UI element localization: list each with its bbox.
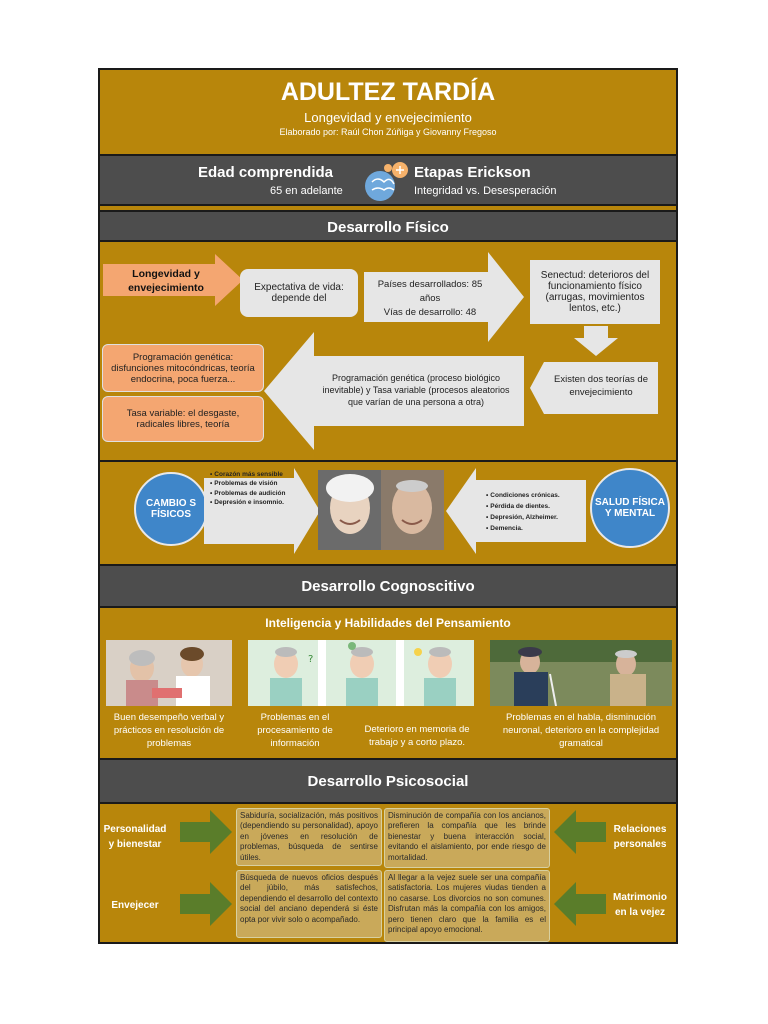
- speech-problems-image: [490, 640, 672, 707]
- personality-label: Personalidad y bienestar: [103, 824, 167, 850]
- erickson-value: Integridad vs. Desesperación: [414, 185, 557, 197]
- verbal-performance-image: [106, 640, 232, 706]
- new-jobs-text-box: Búsqueda de nuevos oficios después del j…: [236, 870, 382, 938]
- physical-heading-band: Desarrollo Físico: [100, 210, 676, 242]
- theories-arrow: Existen dos teorías de envejecimiento: [530, 362, 658, 414]
- physical-change-item: Corazón más sensible: [210, 470, 294, 479]
- aging-label: Envejecer: [111, 900, 159, 911]
- page-subtitle: Longevidad y envejecimiento: [304, 110, 472, 125]
- svg-text:?: ?: [308, 654, 313, 665]
- countries-label: Países desarrollados: 85 años Vías de de…: [377, 279, 483, 318]
- health-list: Condiciones crónicas. Pérdida de dientes…: [486, 490, 582, 534]
- cognitive-subheading: Inteligencia y Habilidades del Pensamien…: [265, 616, 511, 630]
- cognitive-heading-band: Desarrollo Cognoscitivo: [100, 564, 676, 608]
- elderly-photos: [318, 470, 444, 550]
- age-range-title: Edad comprendida: [198, 164, 334, 181]
- physical-change-item: Problemas de visión: [210, 479, 294, 488]
- countries-arrow: Países desarrollados: 85 años Vías de de…: [364, 252, 524, 342]
- variable-rate-box: Tasa variable: el desgaste, radicales li…: [102, 396, 264, 442]
- health-item: Demencia.: [486, 523, 582, 534]
- health-item: Condiciones crónicas.: [486, 490, 582, 501]
- health-circle: SALUD FÍSICA Y MENTAL: [590, 468, 670, 548]
- marriage-text-box: Al llegar a la vejez suele ser una compa…: [384, 870, 550, 942]
- theories-detail-label: Programación genética (proceso biológico…: [322, 373, 510, 408]
- senescence-box: Senectud: deterioros del funcionamiento …: [530, 260, 660, 324]
- brain-icon: [358, 160, 414, 204]
- psychosocial-heading: Desarrollo Psicosocial: [307, 773, 469, 790]
- health-arrow: Condiciones crónicas. Pérdida de dientes…: [446, 468, 586, 554]
- physical-change-item: Problemas de audición: [210, 489, 294, 498]
- page-title: ADULTEZ TARDÍA: [280, 78, 496, 106]
- processing-problems-image: ?: [248, 640, 474, 706]
- company-text-box: Disminución de compañía con los ancianos…: [384, 808, 550, 868]
- caption-speech: Problemas en el habla, disminución neuro…: [502, 712, 660, 749]
- genetic-programming-box: Programación genética: disfunciones mito…: [102, 344, 264, 392]
- caption-processing: Problemas en el procesamiento de informa…: [257, 712, 333, 749]
- marriage-label: Matrimonio en la vejez: [613, 892, 667, 918]
- physical-change-item: Depresión e insomnio.: [210, 498, 294, 507]
- theories-detail-arrow: Programación genética (proceso biológico…: [264, 332, 524, 450]
- psychosocial-heading-band: Desarrollo Psicosocial: [100, 758, 676, 804]
- physical-changes-circle: CAMBIO S FÍSICOS: [134, 472, 208, 546]
- left-arrow-bottom-icon: [554, 882, 606, 926]
- caption-memory: Deterioro en memoria de trabajo y a cort…: [364, 724, 470, 748]
- wisdom-text-box: Sabiduría, socialización, más positivos …: [236, 808, 382, 866]
- life-expectancy-box: Expectativa de vida: depende del: [240, 269, 358, 317]
- physical-changes-arrow: Corazón más sensible Problemas de visión…: [204, 468, 320, 554]
- right-arrow-bottom-icon: [180, 882, 232, 926]
- relationships-label: Relaciones personales: [613, 824, 667, 850]
- age-band: Edad comprendida 65 en adelante Etapas E…: [100, 154, 676, 206]
- age-range-value: 65 en adelante: [270, 185, 343, 197]
- authors: Elaborado por: Raúl Chon Zúñiga y Giovan…: [279, 127, 497, 137]
- cognitive-heading: Desarrollo Cognoscitivo: [301, 578, 475, 595]
- header: ADULTEZ TARDÍA Longevidad y envejecimien…: [100, 70, 676, 152]
- theories-label: Existen dos teorías de envejecimiento: [554, 374, 648, 398]
- right-arrow-top-icon: [180, 810, 232, 854]
- down-arrow: [574, 326, 618, 356]
- left-arrow-top-icon: [554, 810, 606, 854]
- physical-changes-list: Corazón más sensible Problemas de visión…: [210, 470, 294, 508]
- caption-verbal: Buen desempeño verbal y prácticos en res…: [113, 712, 225, 749]
- longevity-arrow: Longevidad y envejecimiento: [103, 254, 243, 306]
- longevity-label: Longevidad y envejecimiento: [128, 268, 204, 294]
- health-item: Pérdida de dientes.: [486, 501, 582, 512]
- physical-heading: Desarrollo Físico: [327, 219, 449, 236]
- erickson-title: Etapas Erickson: [414, 164, 531, 181]
- changes-row: CAMBIO S FÍSICOS Corazón más sensible Pr…: [100, 460, 676, 564]
- health-item: Depresión, Alzheimer.: [486, 512, 582, 523]
- infographic-poster: ADULTEZ TARDÍA Longevidad y envejecimien…: [98, 68, 678, 944]
